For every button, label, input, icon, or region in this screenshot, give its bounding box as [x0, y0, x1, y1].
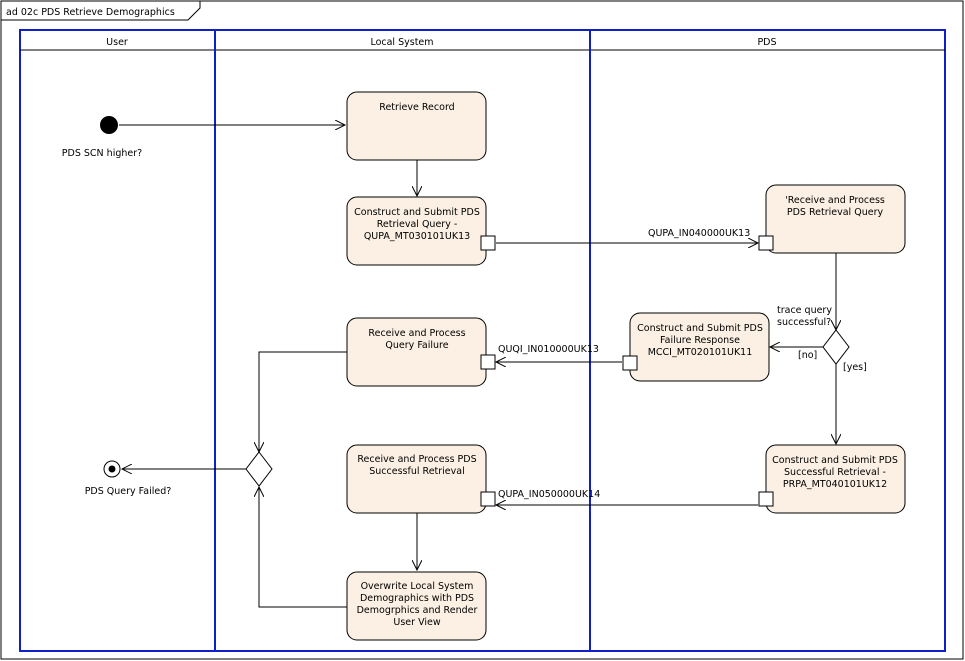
msg-query-label: QUPA_IN040000UK13: [648, 228, 750, 239]
output-pin: [622, 355, 638, 371]
lane-local-title: Local System: [370, 37, 433, 48]
action-label: Overwrite Local System: [361, 581, 474, 592]
action-label: Construct and Submit PDS: [354, 207, 480, 218]
merge-node: [245, 451, 273, 487]
action-receive-process-query: 'Receive and Process PDS Retrieval Query: [758, 184, 906, 254]
action-construct-success: Construct and Submit PDS Successful Retr…: [758, 444, 906, 514]
initial-node: [100, 116, 118, 134]
action-label: Retrieve Record: [379, 102, 454, 113]
guard-no-label: [no]: [798, 350, 817, 361]
action-label: Receive and Process: [368, 328, 465, 339]
decision-question-line2: successful?: [777, 317, 831, 328]
action-label: Receive and Process PDS: [357, 454, 476, 465]
output-pin: [480, 235, 496, 251]
lane-pds-title: PDS: [757, 37, 776, 48]
action-retrieve-record: Retrieve Record: [346, 91, 487, 161]
msg-success-label: QUPA_IN050000UK14: [498, 489, 600, 500]
lane-user-title: User: [106, 37, 128, 48]
action-construct-query: Construct and Submit PDS Retrieval Query…: [346, 196, 496, 266]
frame-title: ad 02c PDS Retrieve Demographics: [6, 7, 175, 18]
frame-tab: [1, 1, 201, 21]
action-label: MCCI_MT020101UK11: [648, 347, 753, 358]
action-construct-failure: Construct and Submit PDS Failure Respons…: [622, 312, 770, 382]
action-label: PRPA_MT040101UK12: [783, 479, 887, 490]
action-label: Successful Retrieval: [369, 466, 464, 477]
action-label: Successful Retrieval -: [784, 467, 886, 478]
decision-question-line1: trace query: [777, 305, 832, 316]
action-label: PDS Retrieval Query: [787, 207, 884, 218]
action-label: Construct and Submit PDS: [637, 323, 763, 334]
edge-failure-to-merge: [259, 351, 347, 452]
msg-failure-label: QUQI_IN010000UK13: [498, 344, 599, 355]
action-label: QUPA_MT030101UK13: [364, 231, 470, 242]
initial-node-label: PDS SCN higher?: [62, 148, 142, 159]
swimlanes: User Local System PDS: [19, 29, 946, 652]
action-label: Query Failure: [385, 340, 448, 351]
output-pin: [758, 491, 774, 507]
input-pin: [758, 235, 774, 251]
edges: [119, 125, 836, 608]
final-node-label: PDS Query Failed?: [85, 486, 172, 497]
action-label: User View: [393, 617, 440, 628]
swimlane-border: [19, 29, 946, 652]
action-label: Demogrphics and Render: [357, 605, 478, 616]
input-pin: [480, 491, 496, 507]
action-label: Demographics with PDS: [360, 593, 474, 604]
action-label: Retrieval Query -: [377, 219, 458, 230]
edge-overwrite-to-merge: [259, 487, 347, 608]
decision-node: [822, 329, 850, 365]
final-node-core: [108, 465, 116, 473]
action-receive-failure: Receive and Process Query Failure: [346, 317, 496, 387]
action-receive-success: Receive and Process PDS Successful Retri…: [346, 444, 496, 514]
input-pin: [480, 354, 496, 370]
action-label: Failure Response: [660, 335, 740, 346]
action-overwrite-demographics: Overwrite Local System Demographics with…: [346, 571, 487, 641]
guard-yes-label: [yes]: [843, 362, 867, 373]
action-label: 'Receive and Process: [785, 195, 885, 206]
action-label: Construct and Submit PDS: [772, 455, 898, 466]
